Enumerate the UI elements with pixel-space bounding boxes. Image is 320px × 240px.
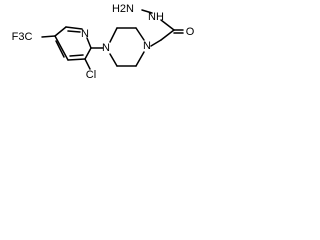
hydrazine-nh2-label: H2N	[112, 3, 134, 15]
ch2-carbonyl-bond	[160, 29, 175, 41]
molecule-structure: H2N NH O N N N Cl F3C	[12, 3, 195, 81]
n-ch2-bond	[150, 39, 162, 47]
chloro-label: Cl	[86, 69, 96, 81]
hydrazine-bond	[141, 9, 153, 14]
piperazine-n1-label: N	[102, 42, 110, 54]
pyridine-ring	[54, 26, 92, 61]
pyridine-nitrogen-label: N	[81, 28, 89, 40]
hydrazine-nh-label: NH	[148, 11, 164, 23]
trifluoromethyl-label: F3C	[12, 31, 33, 43]
cf3-bond	[41, 35, 56, 38]
piperazine-n4-label: N	[143, 40, 151, 52]
carbonyl-oxygen-label: O	[186, 26, 195, 38]
chloro-bond	[84, 58, 91, 70]
carbonyl-double-bond	[173, 29, 184, 34]
amide-n-bond	[160, 19, 175, 31]
piperazine-ring	[109, 27, 145, 67]
